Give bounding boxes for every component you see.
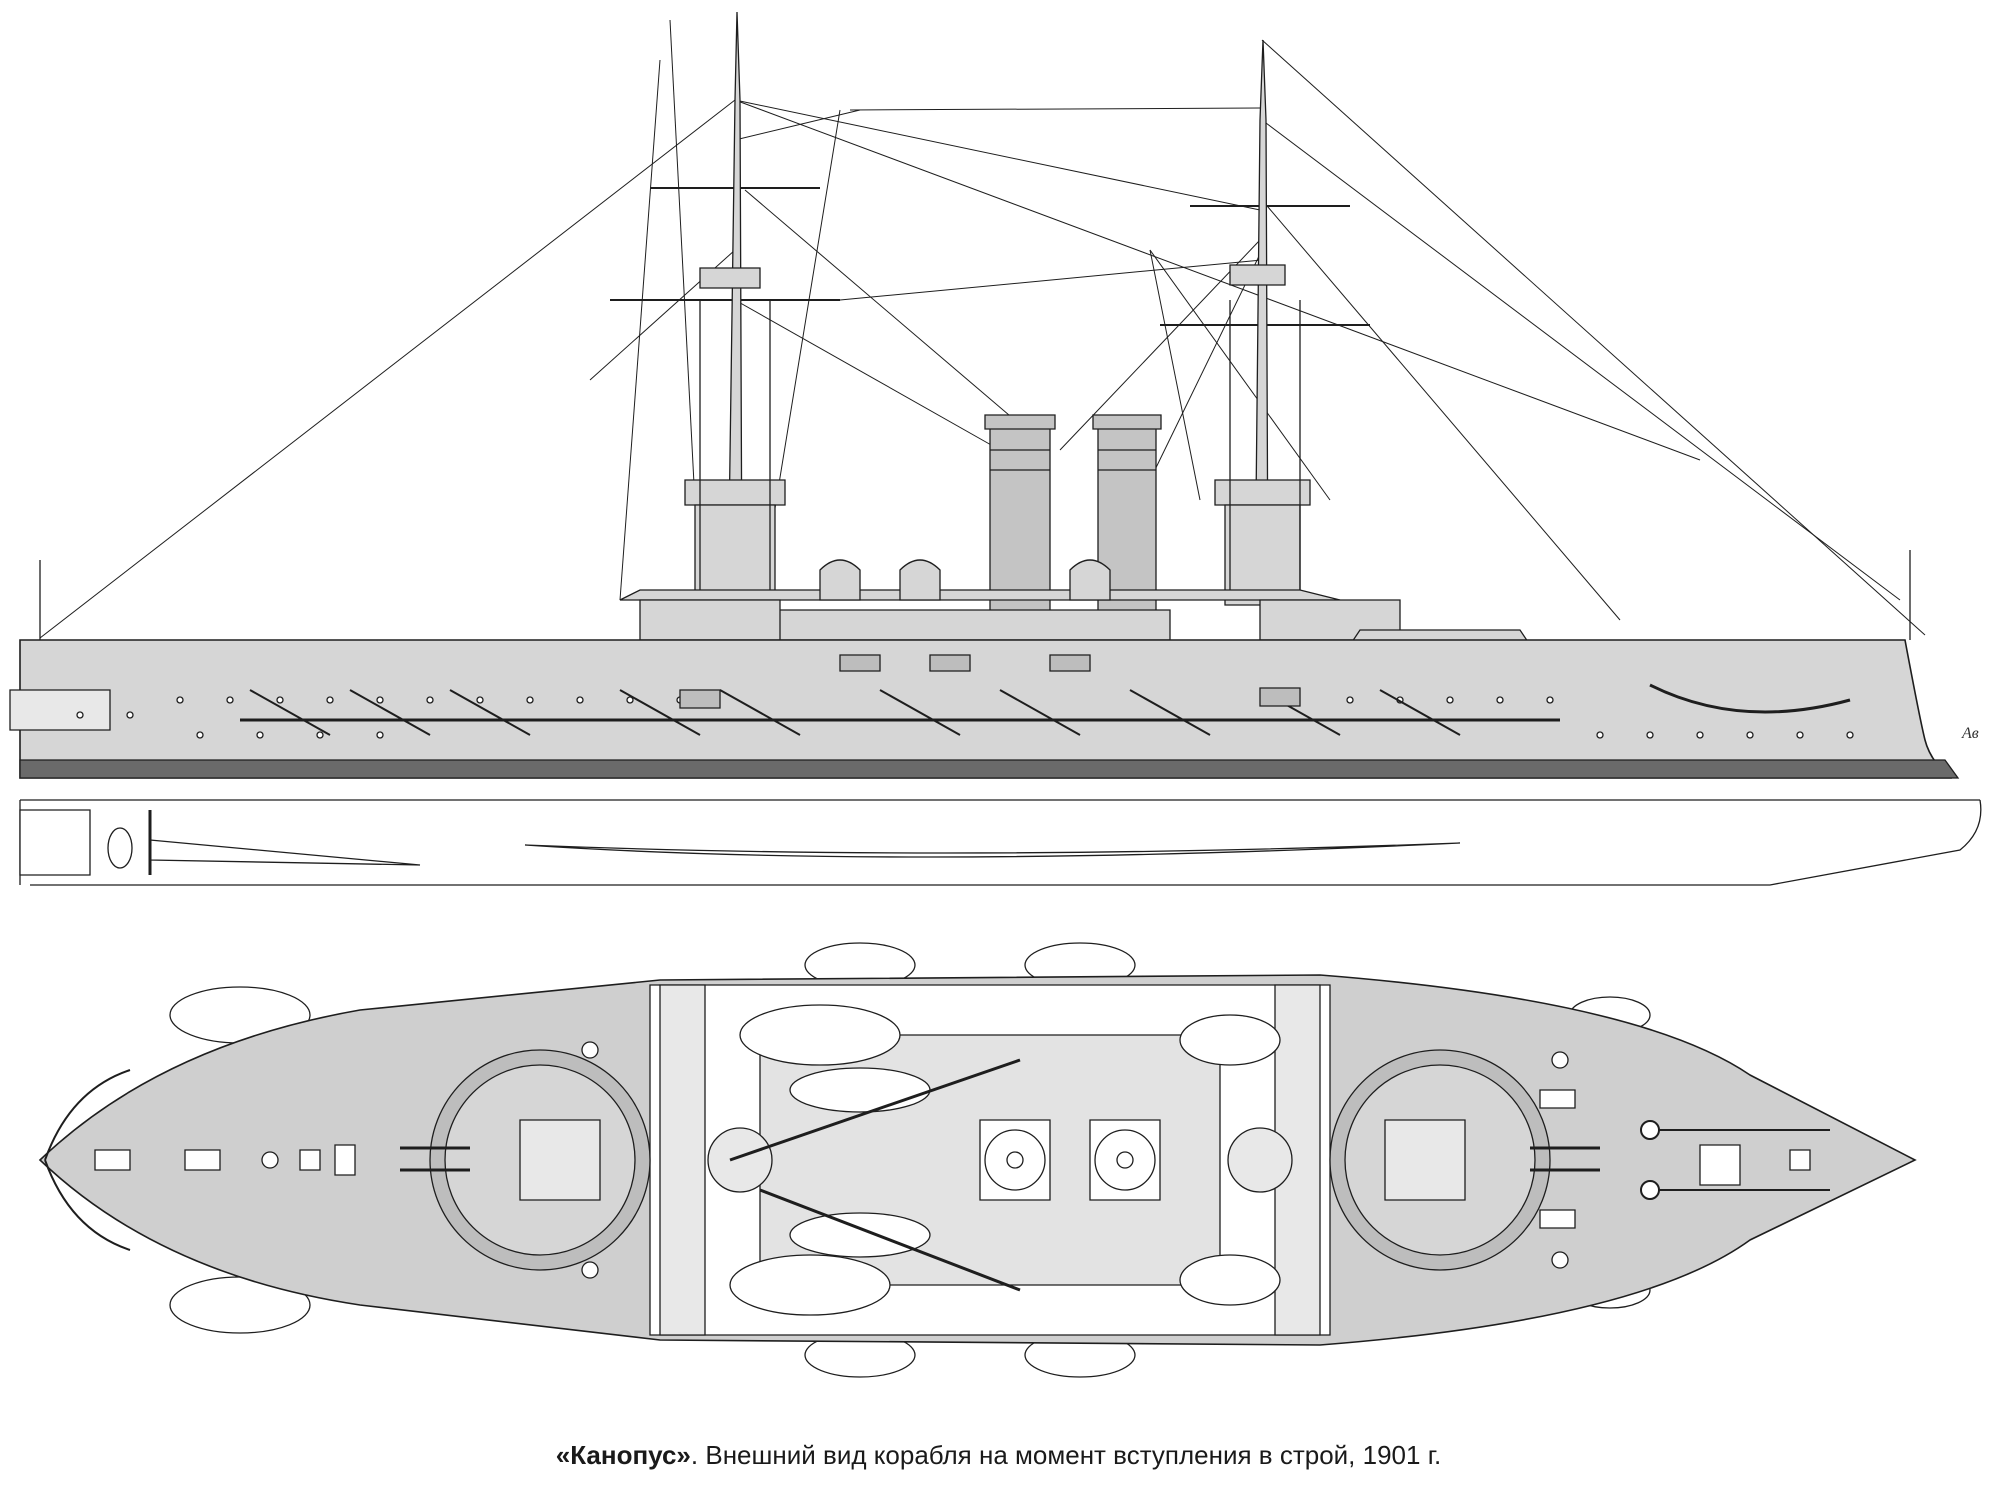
caption-title: «Канопус» <box>555 1440 691 1470</box>
side-elevation: Ав <box>10 12 1981 885</box>
caption: «Канопус». Внешний вид корабля на момент… <box>0 1440 1997 1471</box>
plan-fore-turret <box>1330 1050 1600 1270</box>
foremast <box>685 12 785 600</box>
plan-mainmast <box>1228 1128 1292 1192</box>
funnels <box>985 415 1161 620</box>
anchor-chain <box>1650 685 1850 712</box>
hull <box>20 640 1950 778</box>
underwater-profile <box>20 800 1981 885</box>
aft-bridge <box>660 985 705 1335</box>
caption-text: . Внешний вид корабля на момент вступлен… <box>690 1440 1442 1470</box>
portholes <box>77 697 1853 738</box>
plan-anchor-chains <box>1641 1121 1830 1199</box>
deck-boats <box>730 1005 1280 1315</box>
superstructure <box>620 560 1400 640</box>
casemates <box>680 655 1300 708</box>
boot-topping <box>20 760 1958 778</box>
mainmast <box>1215 40 1310 605</box>
plan-foremast <box>708 1128 772 1192</box>
plan-funnels <box>980 1120 1160 1200</box>
deck-fittings <box>95 1042 1810 1278</box>
rigging <box>40 20 1925 638</box>
signature: Ав <box>1961 725 1979 742</box>
plan-view <box>40 943 1915 1377</box>
stern-gallery <box>10 690 110 730</box>
yards <box>610 188 1370 325</box>
net-booms <box>240 690 1560 735</box>
plan-stern-walk <box>45 1070 130 1250</box>
plan-aft-turret <box>400 1050 650 1270</box>
